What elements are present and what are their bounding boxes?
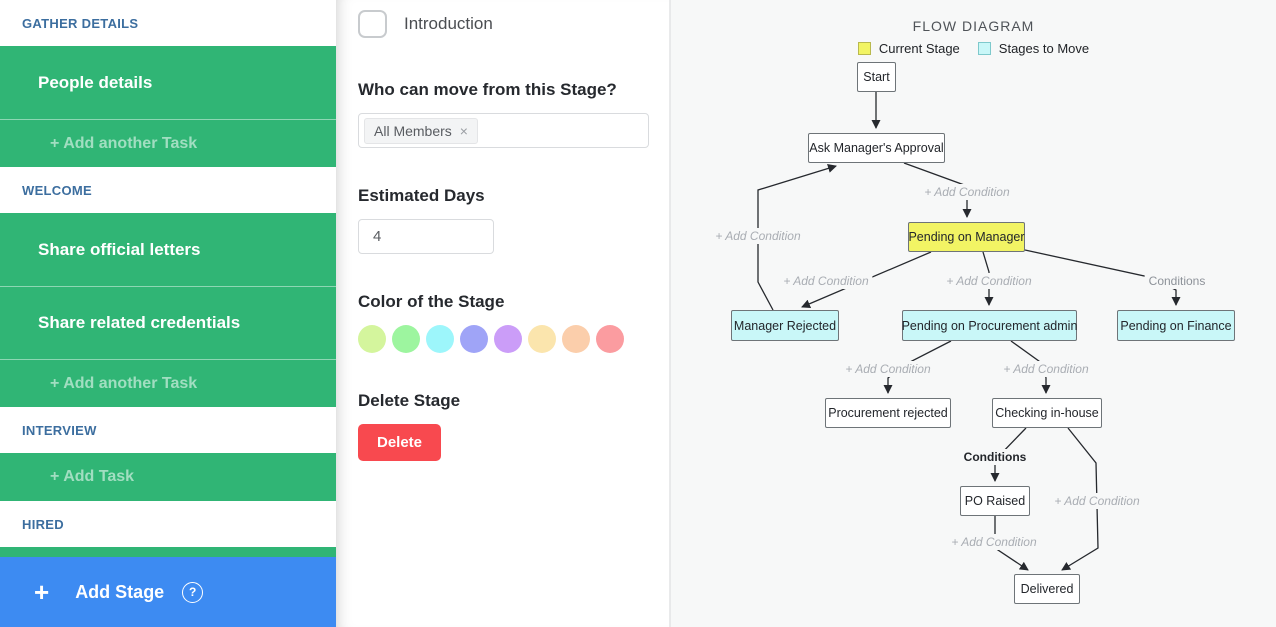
plus-icon: + [34, 577, 50, 607]
sidebar-row-label: Share related credentials [38, 313, 241, 332]
sidebar-row-label: People details [38, 72, 153, 92]
sidebar-stage-header[interactable]: WELCOME [0, 167, 336, 213]
remove-member-icon[interactable]: × [459, 122, 468, 139]
legend-item: Stages to Move [977, 41, 1090, 56]
sidebar-add-task[interactable]: + Add Task [0, 453, 336, 501]
add-stage-button[interactable]: + Add Stage ? [0, 557, 336, 627]
stage-details-panel: Introduction Who can move from this Stag… [336, 0, 670, 627]
stage-color-swatch[interactable] [426, 325, 454, 353]
flow-node-ask-managers-approval[interactable]: Ask Manager's Approval [808, 133, 945, 163]
help-icon[interactable]: ? [182, 581, 204, 603]
stage-color-swatch[interactable] [562, 325, 590, 353]
sidebar-task[interactable]: People details [0, 46, 336, 119]
flow-node-checking-in-house[interactable]: Checking in-house [992, 398, 1102, 428]
legend-label: Current Stage [878, 41, 960, 56]
flow-node-start[interactable]: Start [857, 62, 896, 92]
estimated-days-input[interactable] [358, 219, 494, 254]
diagram-title: FLOW DIAGRAM [912, 18, 1035, 34]
flow-node-delivered[interactable]: Delivered [1014, 574, 1080, 604]
stage-color-swatch[interactable] [358, 325, 386, 353]
conditions-label[interactable]: Conditions [1144, 273, 1210, 289]
flow-diagram-panel: FLOW DIAGRAM Current Stage Stages to Move… [670, 0, 1276, 627]
stage-color-swatch[interactable] [528, 325, 556, 353]
legend-swatch-icon [857, 42, 871, 55]
add-stage-label: Add Stage [75, 581, 165, 602]
sidebar-row-label: WELCOME [22, 182, 92, 198]
stage-color-label: Color of the Stage [358, 292, 505, 311]
stage-color-swatch[interactable] [460, 325, 488, 353]
stage-list: GATHER DETAILS People details + Add anothe… [0, 0, 336, 557]
sidebar-row-label: Share official letters [38, 239, 201, 259]
sidebar-row-label: + Add Task [50, 468, 135, 485]
sidebar-add-task[interactable]: + Add another Task [0, 119, 336, 167]
add-condition-label[interactable]: + Add Condition [711, 228, 805, 244]
members-input[interactable]: All Members × [358, 113, 649, 148]
sidebar-stage-header[interactable]: GATHER DETAILS [0, 0, 336, 46]
sidebar-add-task[interactable]: + Add another Task [0, 359, 336, 407]
sidebar-row-label: GATHER DETAILS [22, 15, 139, 31]
sidebar-stage-header[interactable]: HIRED [0, 501, 336, 547]
add-condition-label[interactable]: + Add Condition [920, 184, 1014, 200]
add-condition-label[interactable]: + Add Condition [841, 361, 935, 377]
sidebar-row-label: + Add another Task [50, 134, 198, 152]
member-chip[interactable]: All Members × [364, 117, 478, 144]
stages-sidebar: GATHER DETAILS People details + Add anothe… [0, 0, 336, 627]
stage-title-row: Introduction [358, 0, 647, 38]
legend-item: Current Stage [857, 41, 960, 56]
move-question-label: Who can move from this Stage? [358, 80, 617, 99]
flow-node-procurement-rejected[interactable]: Procurement rejected [825, 398, 951, 428]
stage-color-swatch[interactable] [596, 325, 624, 353]
estimated-days-label: Estimated Days [358, 186, 485, 205]
stage-color-picker [358, 325, 647, 353]
legend-label: Stages to Move [998, 41, 1090, 56]
stage-title: Introduction [404, 14, 493, 33]
sidebar-task[interactable]: Share official letters [0, 213, 336, 286]
add-condition-label[interactable]: + Add Condition [947, 534, 1041, 550]
flow-node-pending-on-finance[interactable]: Pending on Finance [1117, 310, 1235, 341]
stage-color-swatch[interactable] [392, 325, 420, 353]
sidebar-row-label: HIRED [22, 516, 64, 532]
stage-color-swatch[interactable] [494, 325, 522, 353]
delete-button[interactable]: Delete [358, 424, 442, 461]
delete-stage-label: Delete Stage [358, 391, 461, 410]
member-chip-label: All Members [374, 122, 452, 139]
legend-swatch-icon [977, 42, 991, 55]
add-condition-label[interactable]: + Add Condition [942, 273, 1036, 289]
sidebar-task [0, 547, 336, 557]
flow-node-manager-rejected[interactable]: Manager Rejected [731, 310, 839, 341]
flow-node-po-raised[interactable]: PO Raised [960, 486, 1030, 516]
diagram-legend: Current Stage Stages to Move [671, 41, 1276, 56]
sidebar-stage-header[interactable]: INTERVIEW [0, 407, 336, 453]
stage-checkbox[interactable] [358, 10, 387, 38]
add-condition-label[interactable]: + Add Condition [779, 273, 873, 289]
conditions-label[interactable]: Conditions [959, 449, 1031, 465]
flow-node-pending-on-manager[interactable]: Pending on Manager [908, 222, 1025, 252]
sidebar-task[interactable]: Share related credentials [0, 286, 336, 359]
sidebar-row-label: INTERVIEW [22, 422, 97, 438]
sidebar-row-label: + Add another Task [50, 374, 198, 392]
add-condition-label[interactable]: + Add Condition [999, 361, 1093, 377]
flow-node-pending-on-procurement-admin[interactable]: Pending on Procurement admin [902, 310, 1077, 341]
add-condition-label[interactable]: + Add Condition [1050, 493, 1144, 509]
